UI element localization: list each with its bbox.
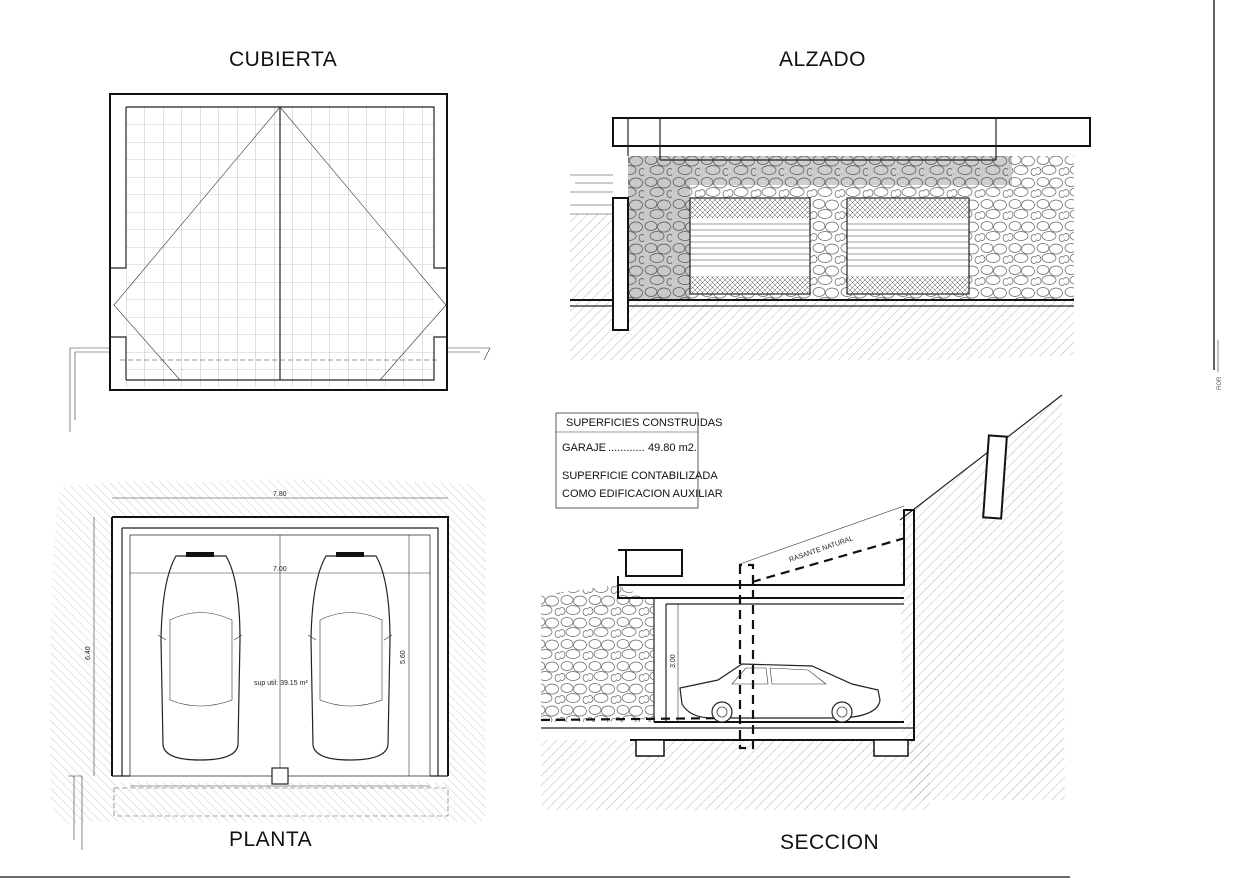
- rasante-label: RASANTE NATURAL: [788, 535, 854, 564]
- table-note-line2: COMO EDIFICACION AUXILIAR: [562, 488, 723, 500]
- dim-planta-inner-width: 7.00: [273, 566, 287, 573]
- title-cubierta: CUBIERTA: [229, 48, 338, 71]
- planta-view: [49, 479, 487, 850]
- seccion-car: [679, 663, 881, 723]
- table-garaje-dots: ............: [608, 442, 645, 454]
- alzado-door-left: [690, 198, 810, 294]
- table-garaje-label: GARAJE: [562, 442, 606, 454]
- dim-planta-outer-depth: 6.40: [85, 646, 92, 660]
- alzado-view: [570, 117, 1091, 360]
- seccion-view: [540, 394, 1065, 810]
- dim-seccion-height: 3.00: [670, 654, 677, 668]
- planta-car-right: [307, 552, 393, 761]
- table-garaje-value: 49.80 m2.: [648, 442, 697, 454]
- title-seccion: SECCION: [780, 831, 880, 854]
- dim-planta-outer-width: 7.80: [273, 491, 287, 498]
- dim-planta-inner-depth: 5.60: [400, 650, 407, 664]
- margin-code: ROR: [1217, 376, 1223, 390]
- planta-useful-area: sup util: 39.15 m²: [254, 680, 308, 687]
- title-alzado: ALZADO: [779, 48, 867, 71]
- table-header: SUPERFICIES CONSTRUIDAS: [566, 417, 722, 429]
- planta-car-left: [157, 552, 243, 761]
- alzado-door-right: [847, 198, 969, 294]
- title-planta: PLANTA: [229, 828, 313, 851]
- surface-table: SUPERFICIES CONSTRUIDAS GARAJE .........…: [555, 412, 723, 509]
- cubierta-view: [69, 93, 491, 432]
- table-note-line1: SUPERFICIE CONTABILIZADA: [562, 470, 718, 482]
